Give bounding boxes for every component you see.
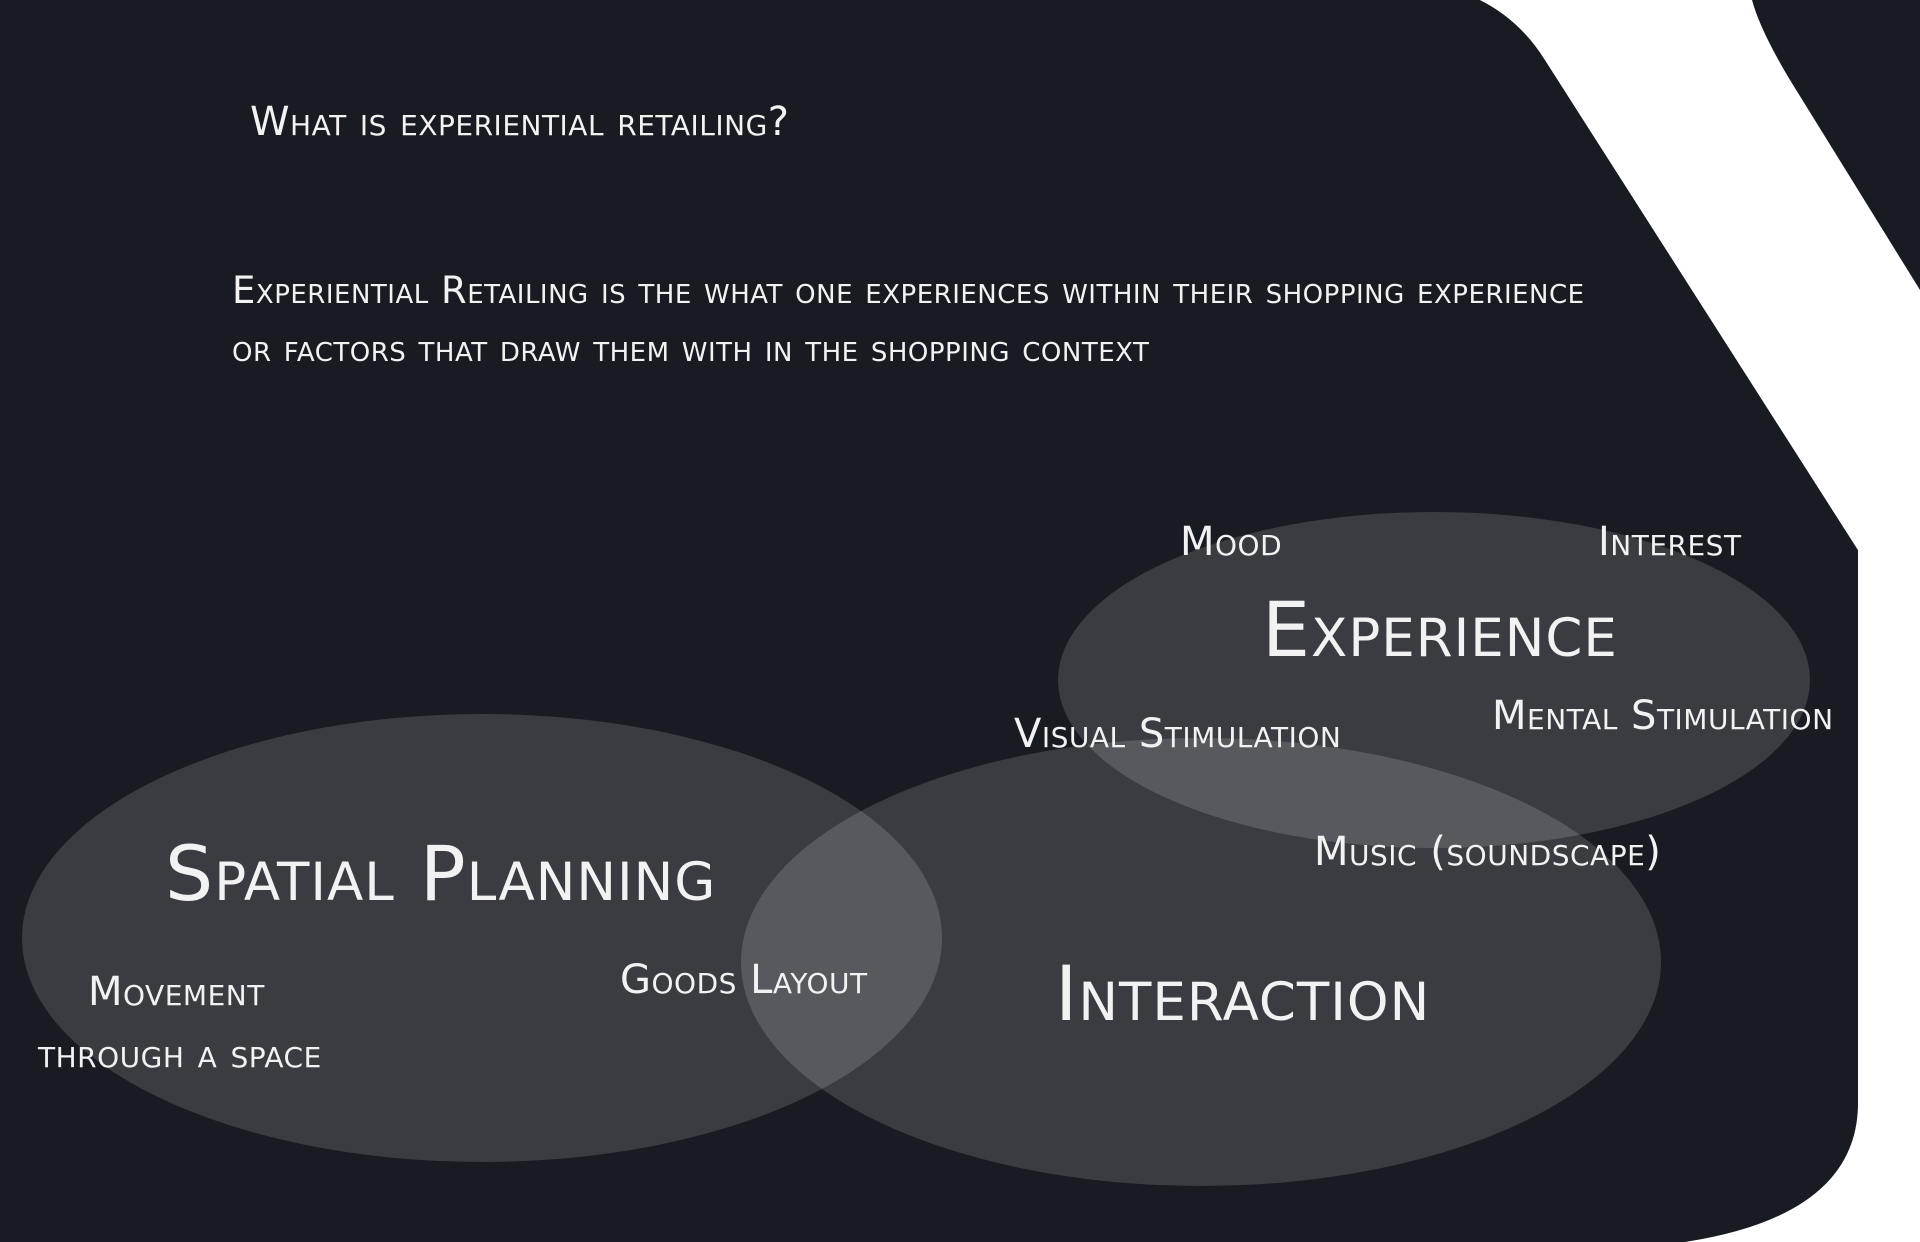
definition-line-1: Experiential Retailing is the what one e… [232,269,1585,312]
question-heading: What is experiential retailing? [250,99,790,145]
visual-stimulation-label: Visual Stimulation [1014,711,1342,757]
experience-ellipse [1058,512,1810,848]
dark-panel [0,0,1859,1242]
movement-label: Movement [88,969,265,1015]
corner-stripe-outer [1480,0,1920,1242]
mood-label: Mood [1180,519,1283,565]
mental-stimulation-label: Mental Stimulation [1492,693,1834,739]
interest-label: Interest [1598,519,1742,565]
goods-layout-label: Goods Layout [620,957,868,1003]
spatial-planning-title: Spatial Planning [165,829,717,918]
through-a-space-label: through a space [38,1031,322,1077]
interaction-ellipse [741,738,1661,1186]
music-label: Music (soundscape) [1314,829,1662,875]
spatial-planning-ellipse [22,714,942,1162]
corner-stripe-inner [1752,0,1920,290]
definition-line-2: or factors that draw them with in the sh… [232,327,1150,370]
interaction-title: Interaction [1055,949,1431,1038]
experience-title: Experience [1262,585,1618,674]
